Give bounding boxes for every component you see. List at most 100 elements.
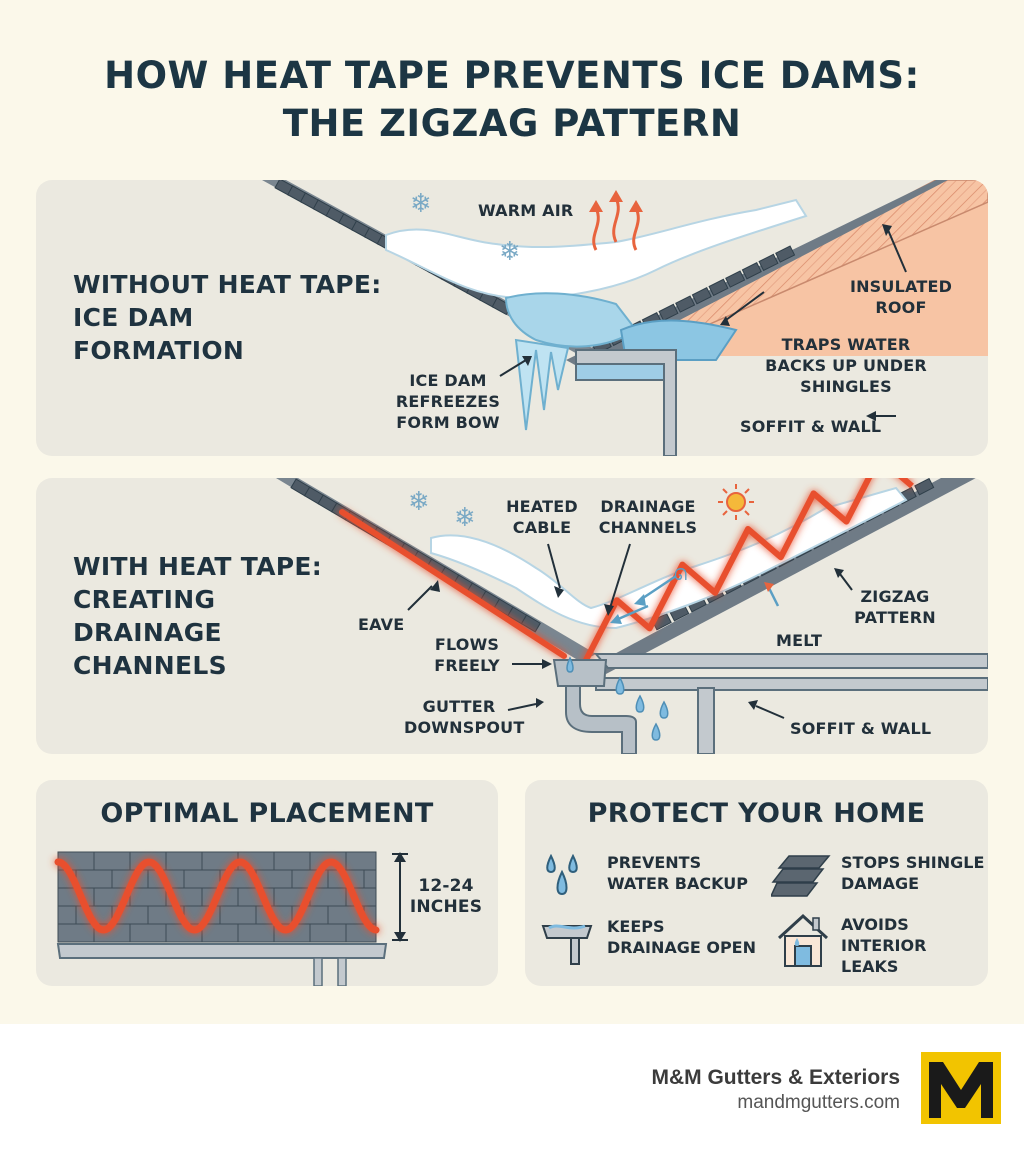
measure-line-2: INCHES — [409, 897, 483, 917]
benefit-water-backup: PREVENTS WATER BACKUP — [607, 852, 748, 894]
snowflake-icon: ❄ — [408, 487, 430, 517]
gutter-line-2: DOWNSPOUT — [404, 718, 525, 737]
benefit-line: DRAINAGE OPEN — [607, 938, 756, 957]
right-roof-deck — [596, 478, 976, 674]
flows-line-1: FLOWS — [434, 635, 500, 654]
soffit-wall-label: SOFFIT & WALL — [740, 417, 882, 436]
shingle-tab — [309, 887, 347, 907]
ice-dam-diagram: ❄ ❄ — [262, 180, 988, 456]
placement-title: OPTIMAL PLACEMENT — [100, 798, 434, 829]
shingle-tab — [675, 295, 696, 313]
with-heading-line-1: WITH HEAT TAPE: — [73, 552, 323, 581]
heated-cable-line-2: CABLE — [512, 518, 572, 537]
heat-tape-diagram: ❄ ❄ ᘏ — [276, 478, 988, 754]
heated-cable-label: HEATED CABLE — [492, 496, 592, 538]
heated-cable-eave — [339, 509, 567, 659]
house-leak-icon — [777, 913, 829, 967]
water-drops-icon — [546, 854, 578, 896]
benefit-line: DAMAGE — [841, 874, 920, 893]
flow-swirl-icon: ᘏ — [674, 565, 687, 584]
drainage-channels-label: DRAINAGE CHANNELS — [588, 496, 708, 538]
ice-dam-line-1: ICE DAM — [409, 371, 487, 390]
downspout — [337, 957, 347, 986]
downspout — [313, 957, 323, 986]
heated-cable-line-1: HEATED — [506, 497, 578, 516]
water-drops — [566, 656, 669, 741]
shingle-tab — [775, 245, 796, 263]
gutter-line-1: GUTTER — [422, 697, 496, 716]
shingle-tab — [183, 869, 221, 889]
gutter-downspout-label: GUTTER DOWNSPOUT — [404, 696, 525, 738]
wall — [575, 349, 677, 456]
icicles — [514, 338, 570, 431]
without-heading-line-3: FORMATION — [73, 336, 245, 365]
warm-air-label: WARM AIR — [478, 201, 574, 220]
gutter-icon — [541, 924, 593, 965]
brand-url-link[interactable]: mandmgutters.com — [737, 1092, 900, 1113]
benefit-line: WATER BACKUP — [607, 874, 748, 893]
warm-air-arrows — [592, 197, 640, 251]
zigzag-line-1: ZIGZAG — [860, 587, 930, 606]
benefit-line: INTERIOR — [841, 936, 927, 955]
snowflake-icon: ❄ — [454, 503, 476, 533]
snow-pack — [430, 486, 908, 630]
soffit-wall-label: SOFFIT & WALL — [790, 719, 932, 738]
traps-line-2: BACKS UP UNDER — [765, 356, 927, 375]
shingle-tab — [201, 923, 239, 943]
without-heading-line-2: ICE DAM — [73, 303, 194, 332]
measure-line-1: 12-24 — [418, 876, 474, 896]
heat-cable-wave — [54, 858, 380, 934]
benefit-shingle-damage: STOPS SHINGLE DAMAGE — [841, 852, 984, 894]
flows-line-2: FREELY — [434, 656, 500, 675]
shingle-tab — [708, 278, 729, 297]
footer: M&M Gutters & Exteriors mandmgutters.com — [0, 1024, 1024, 1154]
sun-icon — [718, 484, 754, 520]
ice-dam — [504, 292, 638, 348]
fascia — [595, 677, 988, 691]
with-heat-tape-panel: ❄ ❄ ᘏ WITH HEAT TAPE: CREATING DRAINAGE … — [36, 478, 988, 754]
with-heading: WITH HEAT TAPE: CREATING DRAINAGE CHANNE… — [73, 550, 322, 682]
shingle-tab — [520, 614, 541, 633]
benefit-line: PREVENTS — [607, 853, 702, 872]
title-line-2: THE ZIGZAG PATTERN — [282, 102, 742, 145]
title-line-1: HOW HEAT TAPE PREVENTS ICE DAMS: — [104, 54, 920, 97]
shingle-tab — [75, 869, 113, 889]
traps-water-label: TRAPS WATER BACKS UP UNDER SHINGLES — [756, 334, 936, 397]
benefit-drainage-open: KEEPS DRAINAGE OPEN — [607, 916, 756, 958]
drainage-line-2: CHANNELS — [598, 518, 698, 537]
ice-dam-line-2: REFREEZES — [395, 392, 501, 411]
gutter-edge — [56, 943, 388, 959]
brand-logo-icon — [921, 1052, 1001, 1124]
shingle-tab — [363, 869, 377, 889]
benefit-line: KEEPS — [607, 917, 665, 936]
with-heading-line-3: DRAINAGE — [73, 618, 222, 647]
shingle-tab — [129, 923, 167, 943]
melt-label: MELT — [776, 631, 823, 650]
insulated-roof-line-2: ROOF — [875, 298, 927, 317]
page-title: HOW HEAT TAPE PREVENTS ICE DAMS: THE ZIG… — [0, 52, 1024, 148]
eave-label: EAVE — [358, 615, 405, 634]
zigzag-line-2: PATTERN — [854, 608, 936, 627]
benefit-line: AVOIDS — [841, 915, 909, 934]
shingle-tab — [651, 612, 672, 631]
gutter — [552, 659, 608, 687]
soffit — [593, 653, 988, 669]
benefit-line: STOPS SHINGLE — [841, 853, 985, 872]
protect-title: PROTECT YOUR HOME — [587, 798, 926, 829]
traps-line-3: SHINGLES — [800, 377, 892, 396]
shingle-tab — [725, 270, 746, 288]
brand-name: M&M Gutters & Exteriors — [651, 1066, 900, 1089]
downspout — [565, 685, 637, 754]
shingle-tab — [219, 905, 257, 925]
protect-home-panel: PROTECT YOUR HOME PREVENTS WATER BACKUP … — [525, 780, 988, 986]
ice-dam-line-3: FORM BOW — [396, 413, 500, 432]
shingle-tab — [93, 851, 131, 871]
ice-dam-label: ICE DAM REFREEZES FORM BOW — [388, 370, 508, 433]
heated-cable-zigzag — [581, 478, 914, 666]
traps-line-1: TRAPS WATER — [781, 335, 911, 354]
wall — [697, 687, 715, 754]
shingle-tab — [345, 851, 377, 871]
shingle-tab — [273, 851, 311, 871]
without-heading-line-1: WITHOUT HEAT TAPE: — [73, 270, 382, 299]
without-heading: WITHOUT HEAT TAPE: ICE DAM FORMATION — [73, 268, 382, 367]
